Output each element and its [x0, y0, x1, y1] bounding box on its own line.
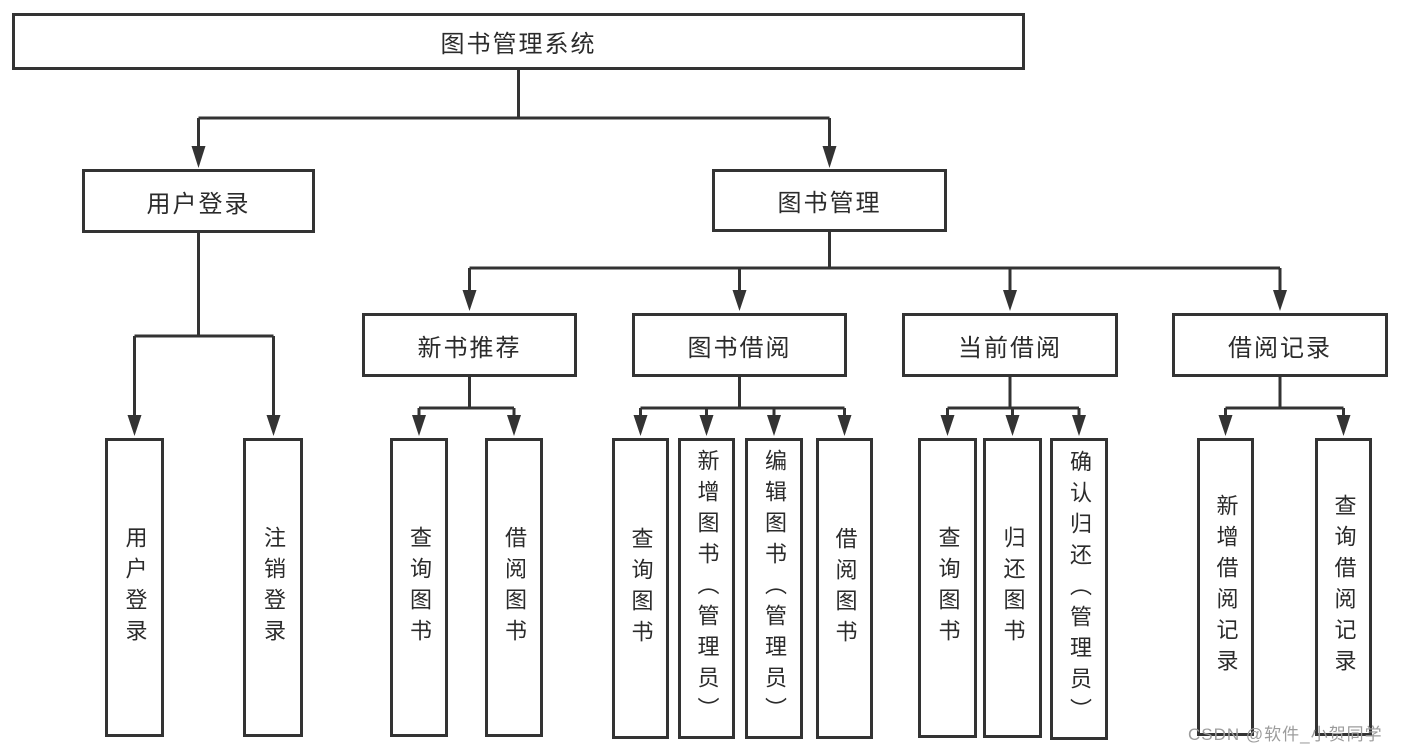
leaf-add-books-admin: 新增图书（管理员） — [678, 438, 735, 739]
leaf-label: 编辑图书（管理员） — [762, 449, 787, 728]
leaf-query-books-current: 查询图书 — [918, 438, 977, 738]
leaf-borrow-books-recommend: 借阅图书 — [485, 438, 543, 737]
node-current-borrow: 当前借阅 — [902, 313, 1118, 377]
leaf-logout: 注销登录 — [243, 438, 303, 737]
leaf-add-borrow-record: 新增借阅记录 — [1197, 438, 1254, 736]
leaf-return-books: 归还图书 — [983, 438, 1042, 738]
csdn-watermark: CSDN @软件_小贺同学 — [1188, 725, 1383, 744]
leaf-label: 查询借阅记录 — [1331, 494, 1357, 680]
node-book-borrow: 图书借阅 — [632, 313, 847, 377]
node-book-management: 图书管理 — [712, 169, 947, 232]
leaf-label: 新增借阅记录 — [1213, 494, 1239, 680]
leaf-label: 查询图书 — [407, 525, 432, 650]
leaf-borrow-books: 借阅图书 — [816, 438, 873, 739]
leaf-user-login: 用户登录 — [105, 438, 164, 737]
leaf-label: 借阅图书 — [832, 526, 858, 651]
leaf-label: 查询图书 — [935, 526, 961, 650]
leaf-label: 借阅图书 — [502, 525, 527, 650]
node-borrow-records: 借阅记录 — [1172, 313, 1388, 377]
leaf-label: 用户登录 — [122, 525, 148, 650]
node-user-login: 用户登录 — [82, 169, 315, 233]
leaf-query-books-borrow: 查询图书 — [612, 438, 669, 739]
leaf-query-borrow-record: 查询借阅记录 — [1315, 438, 1372, 736]
leaf-label: 确认归还（管理员） — [1067, 449, 1092, 729]
leaf-label: 查询图书 — [628, 526, 654, 651]
leaf-label: 新增图书（管理员） — [694, 449, 720, 728]
leaf-edit-books-admin: 编辑图书（管理员） — [745, 438, 803, 739]
leaf-label: 归还图书 — [1000, 526, 1026, 650]
leaf-confirm-return-admin: 确认归还（管理员） — [1050, 438, 1108, 740]
node-new-book-recommend: 新书推荐 — [362, 313, 577, 377]
node-root: 图书管理系统 — [12, 13, 1025, 70]
leaf-label: 注销登录 — [261, 525, 286, 650]
leaf-query-books-recommend: 查询图书 — [390, 438, 448, 737]
arrowheads — [127, 146, 1351, 436]
